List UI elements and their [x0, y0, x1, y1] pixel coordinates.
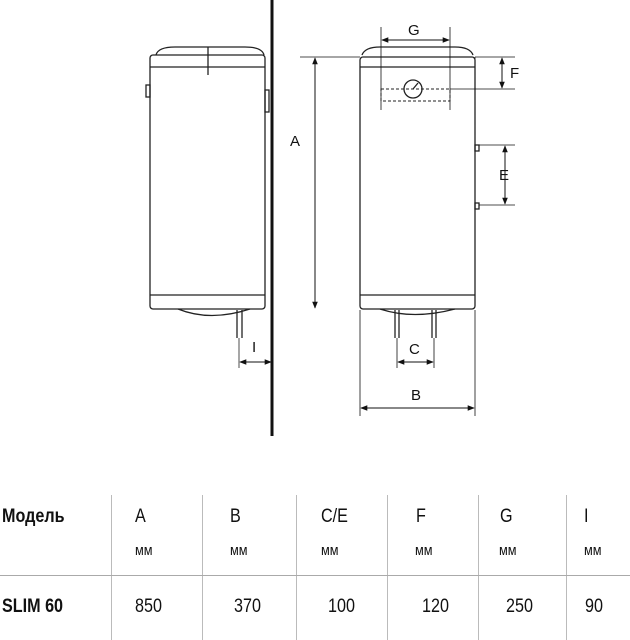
column-header-g: G [500, 506, 513, 527]
dimensions-table: Модель A B C/E F G I мм мм мм мм мм мм S… [0, 490, 630, 640]
unit-i: мм [584, 542, 602, 559]
value-ce: 100 [328, 596, 355, 617]
column-header-a: A [135, 506, 146, 527]
column-header-f: F [416, 506, 426, 527]
column-header-i: I [584, 506, 589, 527]
dimension-i-label: I [252, 339, 256, 356]
heater-front-view [359, 46, 480, 338]
heater-side-view [145, 46, 270, 368]
unit-a: мм [135, 542, 153, 559]
unit-b: мм [230, 542, 248, 559]
value-g: 250 [506, 596, 533, 617]
dimension-g-label: G [408, 22, 420, 39]
unit-ce: мм [321, 542, 339, 559]
dimension-b-label: B [411, 387, 421, 404]
unit-f: мм [415, 542, 433, 559]
column-header-b: B [230, 506, 241, 527]
dimension-c-label: C [409, 341, 420, 358]
table-divider [0, 575, 630, 576]
unit-g: мм [499, 542, 517, 559]
dimension-e-label: E [499, 167, 509, 184]
value-b: 370 [234, 596, 261, 617]
value-a: 850 [135, 596, 162, 617]
column-header-ce: C/E [321, 506, 348, 527]
dimension-a-label: A [290, 133, 300, 150]
dimension-f-label: F [510, 65, 519, 82]
value-f: 120 [422, 596, 449, 617]
model-header: Модель [2, 506, 65, 527]
model-name: SLIM 60 [2, 596, 64, 617]
value-i: 90 [585, 596, 603, 617]
water-heater-dimension-diagram: I A G F E C B [145, 0, 519, 436]
